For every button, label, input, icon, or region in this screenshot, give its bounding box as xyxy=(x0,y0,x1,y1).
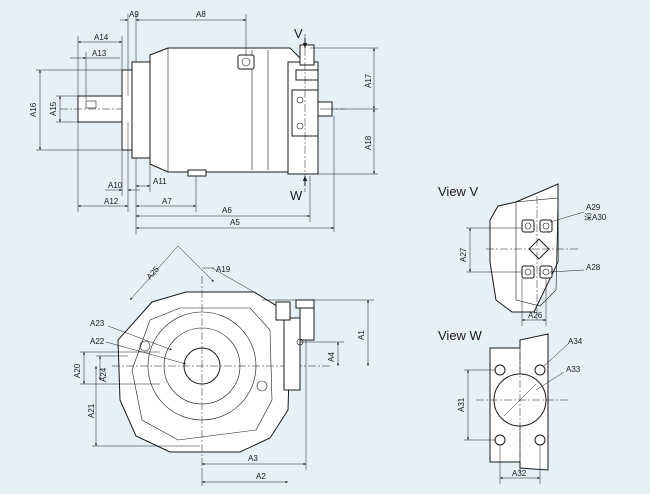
dimension-label-a22: A22 xyxy=(90,337,105,346)
dimension-label-a12: A12 xyxy=(104,197,119,206)
dimension-label-a19: A19 xyxy=(216,265,231,274)
dimension-label-a3: A3 xyxy=(248,454,258,463)
dimension-label-a14: A14 xyxy=(94,33,109,42)
dimension-label-a20: A20 xyxy=(73,363,82,378)
dimension-label-a28: A28 xyxy=(586,263,601,272)
dimension-label-a7: A7 xyxy=(162,197,172,206)
dimension-label-a27: A27 xyxy=(459,247,468,262)
side-view xyxy=(60,34,345,192)
dimension-label-a11: A11 xyxy=(153,177,167,186)
dimension-label-a10: A10 xyxy=(108,181,123,190)
dimension-label-a33: A33 xyxy=(566,365,581,374)
dimension-label-a26: A26 xyxy=(528,311,543,320)
view-w: View W A31 A34 A33 A32 xyxy=(438,328,583,484)
dimension-label-a29: A29 xyxy=(586,203,601,212)
dimension-label-a18: A18 xyxy=(364,135,373,150)
front-view-dimensions: A25 A19 A23 A22 A20 A24 A21 A4 A1 A3 A2 xyxy=(73,245,374,486)
thread-depth-note: 深A30 xyxy=(584,213,607,222)
arrow-w-label: W xyxy=(290,188,303,203)
dimension-label-a34: A34 xyxy=(568,337,583,346)
side-view-dimensions: A16 A15 A14 A13 A9 A8 A17 A18 xyxy=(29,10,378,234)
dimension-label-a24: A24 xyxy=(99,367,108,382)
dimension-label-a16: A16 xyxy=(29,102,38,117)
view-v: View V A27 A29 深A30 A28 A26 xyxy=(438,183,607,326)
dimension-label-a13: A13 xyxy=(92,49,107,58)
dimension-label-a25: A25 xyxy=(145,264,162,281)
view-v-title: View V xyxy=(438,184,479,199)
dimension-label-a21: A21 xyxy=(87,403,96,418)
dimension-label-a5: A5 xyxy=(230,218,240,227)
dimension-label-a9: A9 xyxy=(129,10,139,19)
view-w-title: View W xyxy=(438,328,483,343)
dimension-label-a4: A4 xyxy=(327,352,336,362)
dimension-label-a1: A1 xyxy=(357,330,366,340)
dimension-label-a31: A31 xyxy=(457,397,466,412)
dimension-label-a6: A6 xyxy=(222,206,232,215)
dimension-label-a17: A17 xyxy=(364,73,373,88)
front-view xyxy=(112,276,330,466)
dimension-label-a2: A2 xyxy=(256,472,266,481)
dimension-label-a23: A23 xyxy=(90,319,105,328)
arrow-v-label: V xyxy=(294,26,303,41)
dimension-label-a8: A8 xyxy=(196,10,206,19)
dimension-label-a32: A32 xyxy=(512,469,527,478)
dimension-label-a15: A15 xyxy=(49,101,58,116)
